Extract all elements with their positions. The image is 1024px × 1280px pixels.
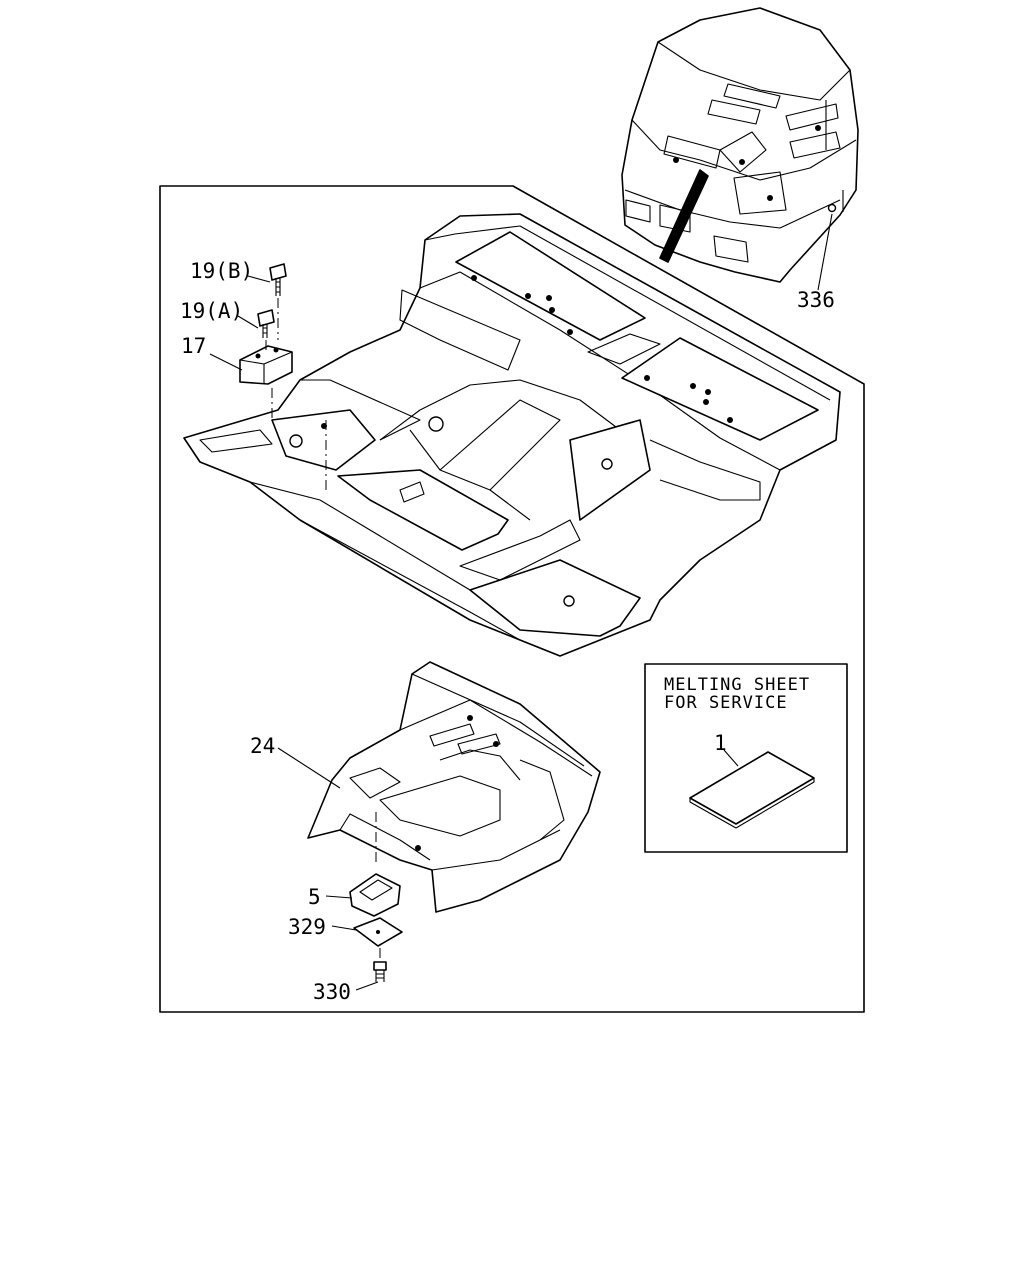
leader-336 — [817, 213, 833, 291]
sub-panel-24 — [307, 661, 601, 913]
leader-1 — [723, 749, 739, 767]
callout-19a: 19(A) — [180, 299, 243, 323]
melting-sheet — [689, 751, 815, 825]
callout-329: 329 — [288, 915, 326, 939]
screw-330 — [373, 961, 387, 982]
leader-330 — [355, 981, 379, 991]
grommet-5 — [349, 873, 401, 917]
leader-19a — [237, 315, 259, 329]
callout-19b: 19(B) — [190, 259, 253, 283]
callout-336: 336 — [797, 288, 835, 312]
leader-17 — [209, 353, 243, 371]
diagram-frame — [159, 185, 865, 1013]
callout-24: 24 — [250, 734, 275, 758]
leader-19b — [247, 275, 271, 283]
cab-illustration — [621, 7, 859, 283]
inset-title-line1: MELTING SHEET — [664, 675, 810, 695]
cover-329 — [353, 917, 403, 947]
leader-24 — [277, 747, 341, 789]
inset-title-line2: FOR SERVICE — [664, 693, 788, 713]
callout-17: 17 — [181, 334, 206, 358]
bolt-19a — [257, 309, 275, 338]
leader-329 — [331, 925, 357, 931]
bracket-17 — [239, 345, 293, 385]
callout-330: 330 — [313, 980, 351, 1004]
callout-1: 1 — [714, 731, 727, 755]
melting-sheet-inset — [644, 663, 848, 853]
callout-5: 5 — [308, 885, 321, 909]
leader-5 — [325, 895, 353, 899]
floor-panel — [183, 213, 841, 657]
bolt-19b — [269, 263, 287, 296]
